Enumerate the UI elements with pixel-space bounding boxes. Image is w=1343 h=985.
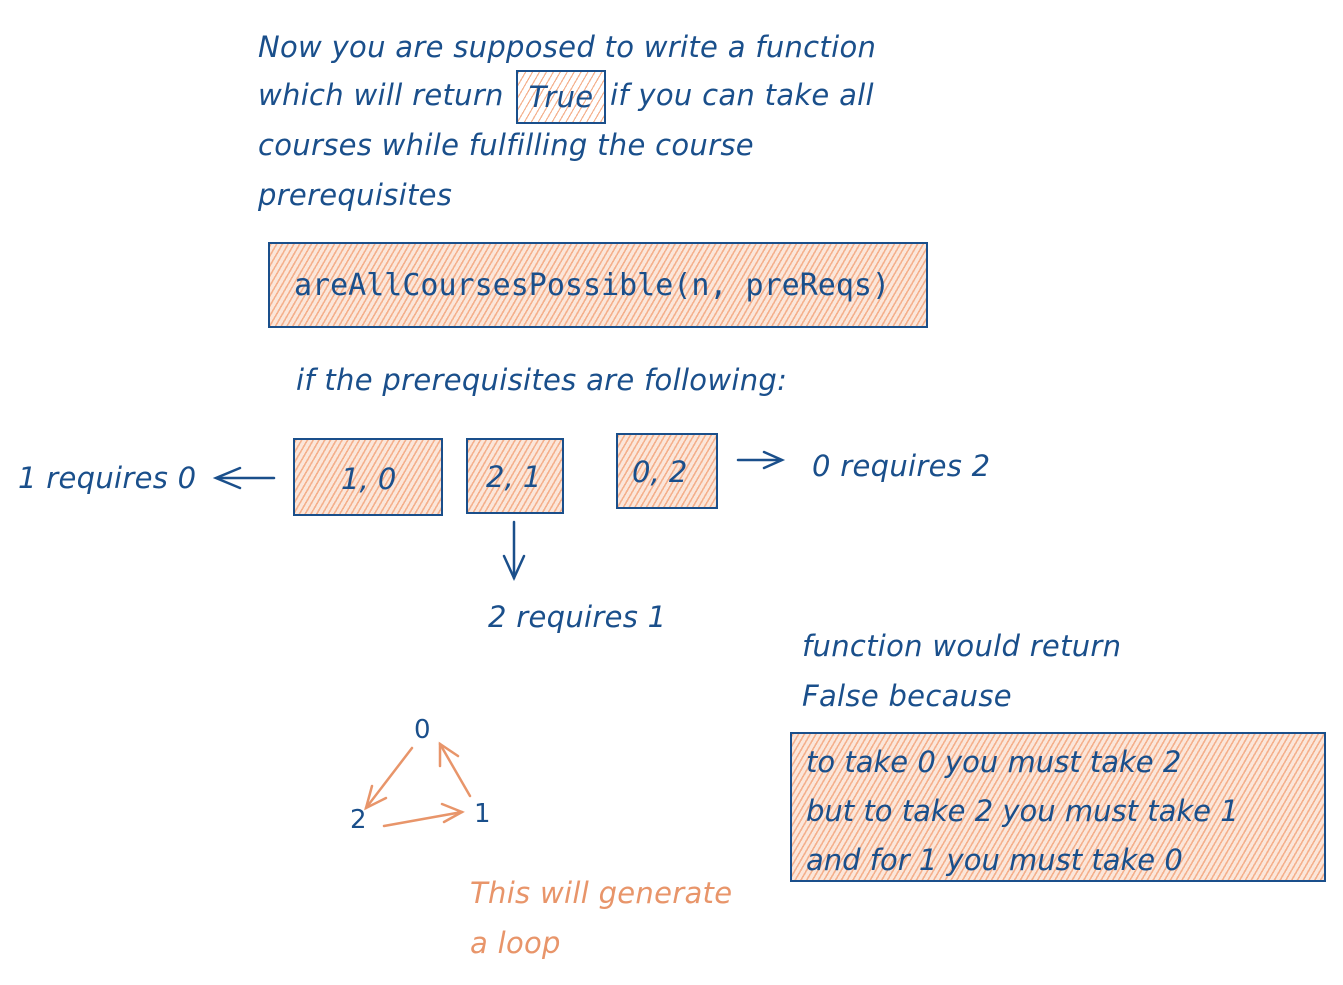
prereq-box-3: 0, 2 [616,433,718,509]
prereq-pair-3: 0, 2 [632,455,688,489]
result-line-1: function would return [802,629,1122,663]
graph-edge-1-to-0 [438,741,472,798]
reason-line-1: to take 0 you must take 2 [806,745,1182,779]
prereq-pair-2: 2, 1 [486,460,542,494]
graph-node-0: 0 [414,715,431,745]
prereq-meaning-2: 2 requires 1 [488,600,667,634]
intro-line-1: Now you are supposed to write a function [258,30,877,64]
prereq-box-2: 2, 1 [466,438,564,514]
function-signature: areAllCoursesPossible(n, preReqs) [294,268,891,303]
graph-edge-0-to-2 [364,746,414,811]
arrow-left-icon [212,466,276,490]
prereq-meaning-1: 1 requires 0 [18,461,197,495]
intro-line-2-post: if you can take all [610,78,874,112]
result-line-2: False because [802,679,1012,713]
arrow-down-icon [502,520,526,582]
graph-edge-2-to-1 [382,802,465,828]
intro-line-2-pre: which will return [258,78,504,112]
prereq-box-1: 1, 0 [293,438,443,516]
prereq-pair-1: 1, 0 [341,462,397,496]
reason-line-3: and for 1 you must take 0 [806,843,1183,877]
prereq-intro: if the prerequisites are following: [296,363,788,397]
intro-line-3: courses while fulfilling the course [258,128,754,162]
graph-node-2: 2 [350,805,367,835]
function-signature-box: areAllCoursesPossible(n, preReqs) [268,242,928,328]
graph-caption-line-1: This will generate [470,876,733,910]
true-keyword-box: True [516,70,606,124]
reason-box: to take 0 you must take 2 but to take 2 … [790,732,1326,882]
arrow-right-icon [736,450,786,470]
reason-line-2: but to take 2 you must take 1 [806,794,1239,828]
prereq-meaning-3: 0 requires 2 [812,449,991,483]
graph-caption-line-2: a loop [470,926,561,960]
graph-node-1: 1 [474,799,491,829]
true-keyword: True [528,80,594,114]
intro-line-4: prerequisites [258,178,453,212]
